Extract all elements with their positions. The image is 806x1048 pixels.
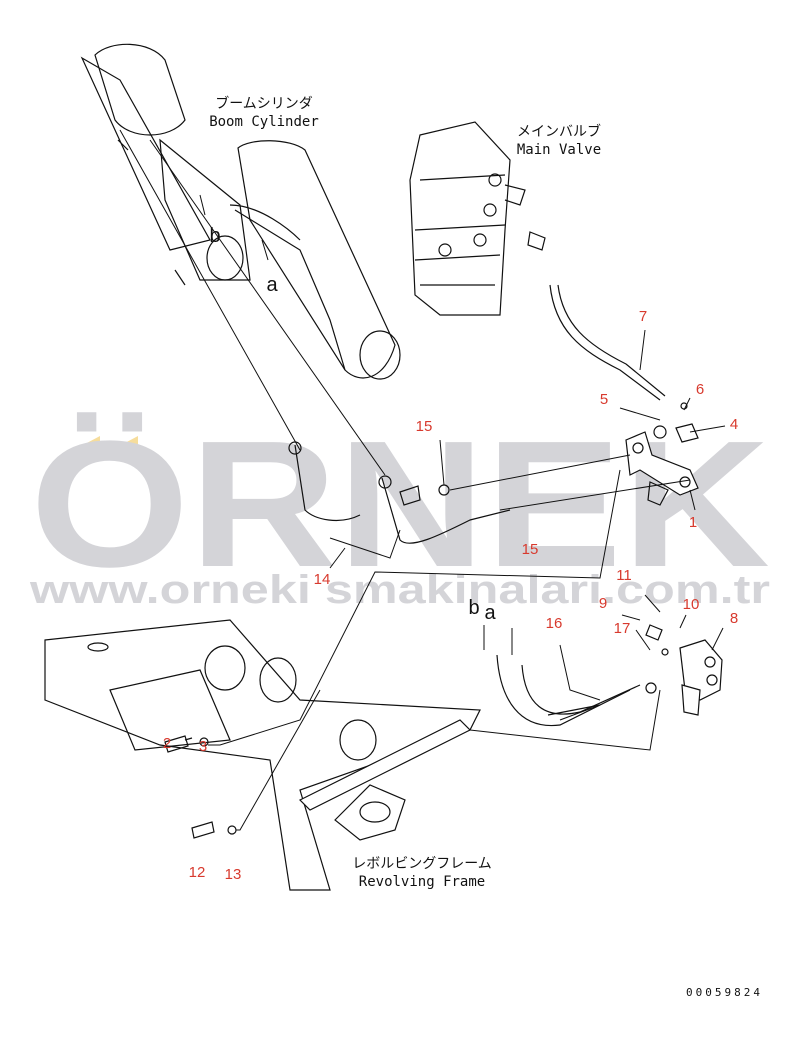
part-number-6: 6 bbox=[696, 381, 704, 398]
connection-letter: a bbox=[484, 602, 496, 624]
main-valve-label: Main Valve bbox=[517, 142, 601, 158]
main-valve bbox=[409, 121, 546, 316]
revolving-frame-label-jp: レボルビングフレーム bbox=[352, 856, 492, 872]
hose-16 bbox=[496, 654, 641, 727]
part-number-17: 17 bbox=[614, 620, 631, 637]
washer-3 bbox=[199, 737, 209, 747]
drawing-code: 00059824 bbox=[686, 986, 763, 999]
connection-letter: b bbox=[209, 225, 220, 247]
elbow-4 bbox=[675, 423, 699, 443]
part-number-2: 2 bbox=[163, 735, 171, 752]
boom-arm bbox=[80, 43, 251, 286]
block-8 bbox=[679, 639, 723, 716]
part-number-14: 14 bbox=[314, 571, 331, 588]
watermark-url: www.orneki smakinalari.com.tr bbox=[29, 568, 770, 612]
bolt-12 bbox=[191, 821, 215, 839]
part-number-9: 9 bbox=[599, 595, 607, 612]
boom-cylinder-label-jp: ブームシリンダ bbox=[215, 95, 313, 112]
boom-cylinder bbox=[229, 140, 401, 380]
main-valve-label-jp: メインバルブ bbox=[517, 123, 601, 140]
part-number-11: 11 bbox=[616, 567, 632, 584]
part-number-15: 15 bbox=[522, 541, 539, 558]
part-number-7: 7 bbox=[639, 308, 647, 325]
part-number-8: 8 bbox=[730, 610, 738, 627]
part-number-3: 3 bbox=[199, 738, 207, 755]
connection-letter: b bbox=[468, 597, 479, 619]
part-number-5: 5 bbox=[600, 391, 608, 408]
o-ring-5 bbox=[653, 425, 667, 439]
part-number-1: 1 bbox=[689, 514, 697, 531]
part-number-15: 15 bbox=[416, 418, 433, 435]
watermark: ÖRNEK www.orneki smakinalari.com.tr bbox=[29, 404, 770, 612]
pipe-14 bbox=[288, 441, 511, 544]
watermark-accent-icon bbox=[70, 436, 100, 452]
bolt-2 bbox=[164, 735, 193, 753]
part-number-4: 4 bbox=[730, 416, 738, 433]
part-number-12: 12 bbox=[189, 864, 206, 881]
revolving-frame bbox=[44, 619, 481, 891]
washer-13 bbox=[227, 825, 237, 835]
revolving-frame-label: Revolving Frame bbox=[359, 874, 485, 890]
part-number-10: 10 bbox=[683, 596, 700, 613]
part-number-13: 13 bbox=[225, 866, 242, 883]
boom-cylinder-label: Boom Cylinder bbox=[209, 114, 319, 130]
connection-letter: a bbox=[266, 274, 278, 296]
leader-lines bbox=[119, 129, 726, 831]
part-number-callouts: 1 2 3 4 5 6 7 8 9 10 11 12 13 14 15 15 1… bbox=[163, 308, 738, 883]
part-number-16: 16 bbox=[546, 615, 563, 632]
hose-7 bbox=[549, 284, 661, 401]
watermark-accent-icon bbox=[108, 436, 138, 452]
